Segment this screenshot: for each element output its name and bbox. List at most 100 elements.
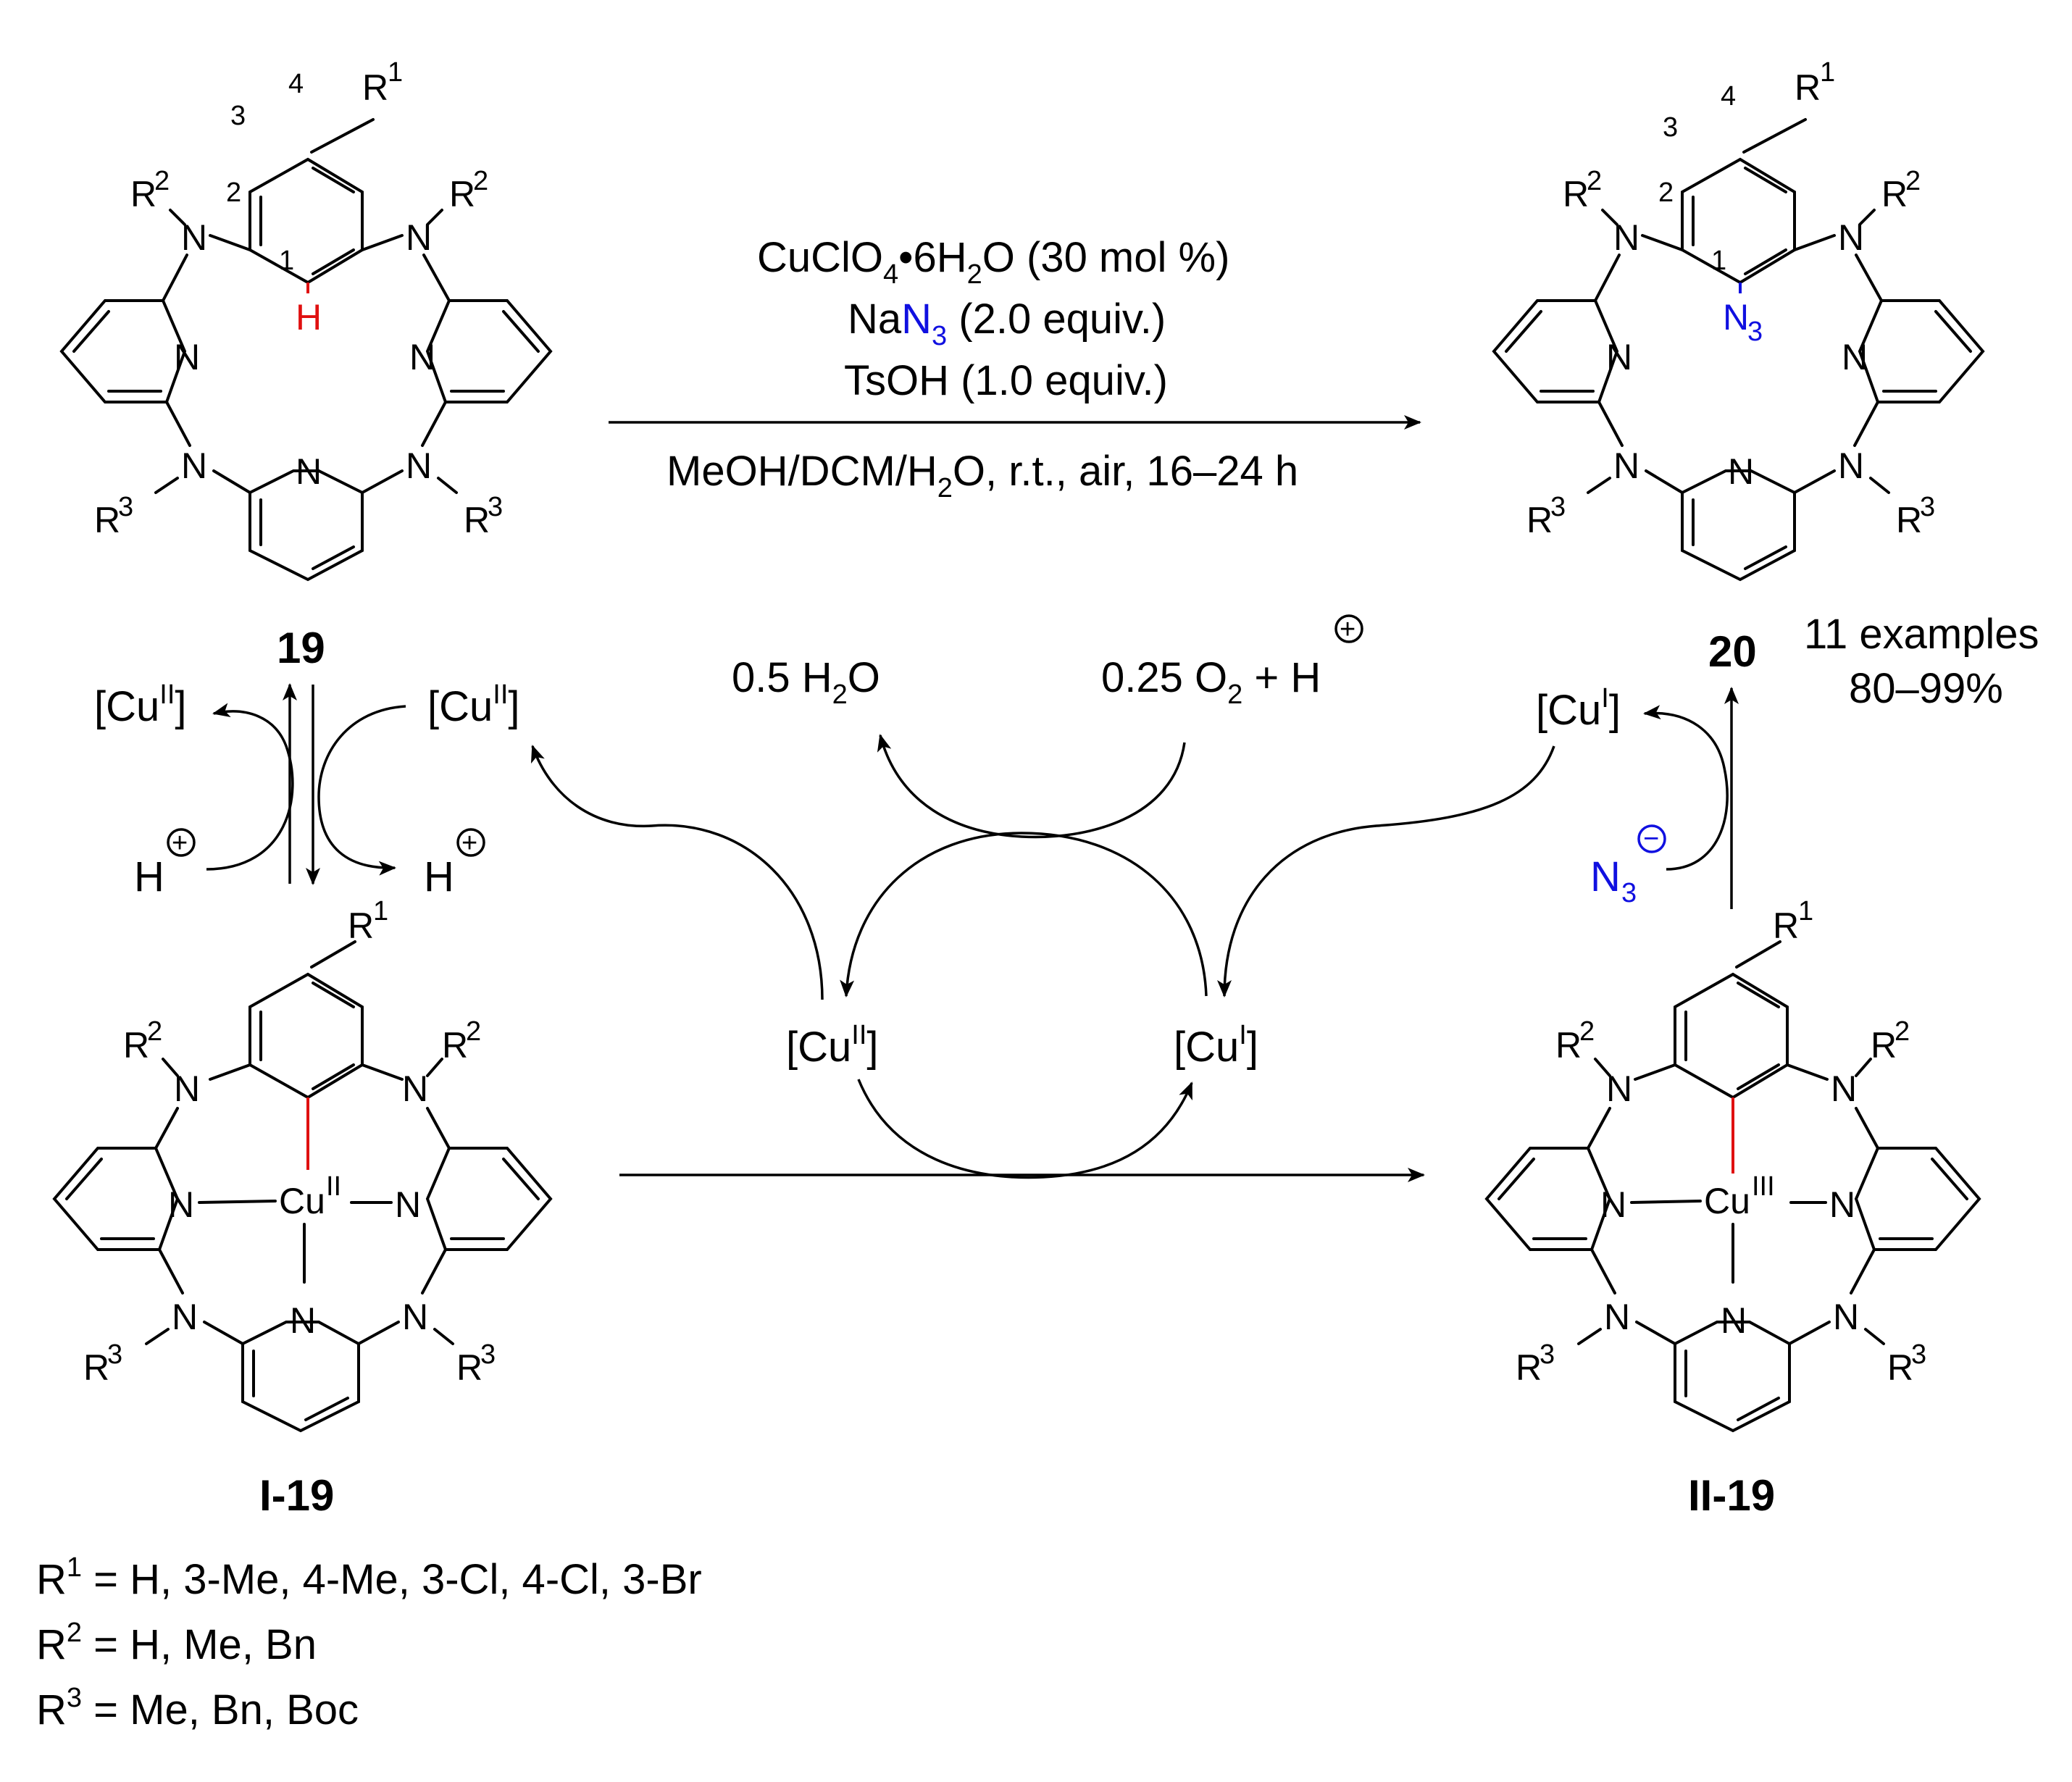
- svg-text:2: 2: [1658, 177, 1674, 208]
- svg-text:R1 = H, 3-Me, 4-Me, 3-Cl, 4-Cl: R1 = H, 3-Me, 4-Me, 3-Cl, 4-Cl, 3-Br: [36, 1552, 702, 1603]
- cu2-center: Cu: [279, 1181, 325, 1221]
- svg-text:R: R: [1896, 500, 1922, 540]
- svg-text:0.5 H2O: 0.5 H2O: [732, 654, 880, 710]
- svg-text:N: N: [1829, 1184, 1855, 1225]
- svg-text:[CuI]: [CuI]: [1536, 683, 1621, 734]
- cycle-cu1: [CuI]: [1174, 1020, 1258, 1071]
- svg-text:3: 3: [1540, 1339, 1555, 1370]
- svg-text:2: 2: [466, 1016, 481, 1047]
- svg-text:N: N: [395, 1184, 421, 1225]
- svg-text:NaN3 (2.0 equiv.): NaN3 (2.0 equiv.): [848, 296, 1166, 351]
- equilibrium-19-I19: [CuII] [CuII] H + H +: [94, 679, 520, 900]
- svg-text:2: 2: [147, 1016, 162, 1047]
- svg-text:R: R: [1795, 67, 1821, 108]
- highlight-h: H: [296, 297, 322, 338]
- svg-text:R: R: [1773, 905, 1799, 946]
- svg-text:N: N: [1842, 337, 1868, 377]
- svg-text:N: N: [181, 446, 207, 486]
- svg-text:N: N: [1723, 297, 1749, 338]
- svg-text:3: 3: [118, 492, 133, 522]
- svg-text:N: N: [174, 337, 200, 377]
- svg-text:3: 3: [230, 101, 246, 131]
- svg-text:2: 2: [473, 166, 488, 196]
- svg-text:N: N: [1838, 446, 1864, 486]
- svg-text:N: N: [409, 337, 435, 377]
- svg-text:R: R: [1516, 1347, 1542, 1388]
- structure-II-19: R 1 N N R 2 R 2 N N Cu III N N R 3 R: [1484, 896, 1981, 1520]
- svg-text:N: N: [1833, 1297, 1859, 1337]
- svg-text:+: +: [461, 828, 477, 858]
- label-19: 19: [277, 624, 325, 672]
- label-20: 20: [1708, 627, 1757, 676]
- catalytic-cycle: [CuII] [CuI] 0.5 H2O 0.25 O2 + H +: [530, 614, 1555, 1182]
- svg-text:R: R: [1871, 1025, 1897, 1066]
- svg-text:N: N: [402, 1068, 428, 1109]
- svg-text:N: N: [1604, 1297, 1630, 1337]
- svg-text:R: R: [348, 905, 374, 946]
- cu3-center: Cu: [1704, 1181, 1750, 1221]
- svg-text:R: R: [362, 67, 388, 108]
- svg-text:R: R: [94, 500, 120, 540]
- svg-text:3: 3: [1550, 492, 1566, 522]
- svg-text:TsOH (1.0 equiv.): TsOH (1.0 equiv.): [844, 357, 1168, 404]
- svg-text:3: 3: [107, 1339, 122, 1370]
- svg-text:−: −: [1643, 824, 1659, 854]
- svg-text:N: N: [1831, 1068, 1857, 1109]
- svg-text:N: N: [296, 451, 322, 492]
- svg-text:2: 2: [154, 166, 170, 196]
- svg-text:R: R: [1555, 1025, 1582, 1066]
- svg-text:3: 3: [1911, 1339, 1926, 1370]
- svg-text:0.25 O2 + H: 0.25 O2 + H: [1101, 654, 1321, 710]
- svg-text:N: N: [402, 1297, 428, 1337]
- svg-text:N: N: [168, 1184, 194, 1225]
- label-II-19: II-19: [1688, 1471, 1775, 1520]
- svg-text:H: H: [424, 853, 454, 900]
- svg-text:CuClO4•6H2O (30 mol %): CuClO4•6H2O (30 mol %): [757, 234, 1229, 290]
- svg-text:N: N: [1721, 1300, 1747, 1341]
- svg-text:3: 3: [1747, 317, 1763, 347]
- svg-text:N: N: [1600, 1184, 1626, 1225]
- svg-text:3: 3: [1621, 878, 1637, 908]
- svg-text:R: R: [1526, 500, 1553, 540]
- svg-text:3: 3: [488, 492, 503, 522]
- svg-text:+: +: [172, 828, 188, 858]
- structure-19: H N N R 2 R 2 N N N N R 3 R 3: [59, 57, 553, 672]
- svg-text:N: N: [172, 1297, 198, 1337]
- svg-text:H: H: [134, 853, 164, 900]
- svg-text:[CuII]: [CuII]: [94, 679, 187, 730]
- reductive-elimination-step: [CuI] N 3 −: [1536, 683, 1739, 909]
- svg-text:3: 3: [1663, 112, 1678, 143]
- svg-text:2: 2: [1587, 166, 1602, 196]
- svg-text:1: 1: [1711, 246, 1726, 276]
- svg-text:1: 1: [373, 896, 388, 926]
- yield-range: 80–99%: [1849, 665, 2003, 712]
- svg-text:1: 1: [279, 246, 294, 276]
- svg-text:2: 2: [1579, 1016, 1595, 1047]
- svg-text:R3 = Me, Bn, Boc: R3 = Me, Bn, Boc: [36, 1683, 359, 1733]
- svg-text:R: R: [130, 174, 156, 214]
- svg-text:N: N: [1606, 337, 1632, 377]
- svg-text:4: 4: [288, 69, 304, 99]
- svg-text:1: 1: [1820, 57, 1835, 88]
- svg-text:1: 1: [388, 57, 403, 88]
- svg-text:R: R: [1887, 1347, 1913, 1388]
- svg-text:R: R: [442, 1025, 468, 1066]
- svg-text:III: III: [1752, 1171, 1775, 1202]
- svg-text:N: N: [1728, 451, 1754, 492]
- structure-20: N 3 N N R 2 R 2 N N N N R 3 R 3: [1492, 57, 1985, 676]
- substituent-legend: R1 = H, 3-Me, 4-Me, 3-Cl, 4-Cl, 3-Br R2 …: [36, 1552, 702, 1733]
- svg-text:1: 1: [1798, 896, 1813, 926]
- svg-text:4: 4: [1721, 81, 1736, 112]
- svg-text:R: R: [1563, 174, 1589, 214]
- svg-text:II: II: [326, 1171, 341, 1202]
- svg-text:R: R: [464, 500, 490, 540]
- svg-text:[CuII]: [CuII]: [427, 679, 520, 730]
- reaction-conditions: CuClO4•6H2O (30 mol %) NaN3 (2.0 equiv.)…: [609, 234, 1421, 503]
- svg-text:2: 2: [1905, 166, 1921, 196]
- svg-text:R: R: [1881, 174, 1908, 214]
- cycle-cu2: [CuII]: [786, 1020, 879, 1071]
- svg-text:N: N: [1613, 446, 1639, 486]
- label-I-19: I-19: [259, 1471, 334, 1520]
- svg-text:R2 = H, Me, Bn: R2 = H, Me, Bn: [36, 1618, 317, 1668]
